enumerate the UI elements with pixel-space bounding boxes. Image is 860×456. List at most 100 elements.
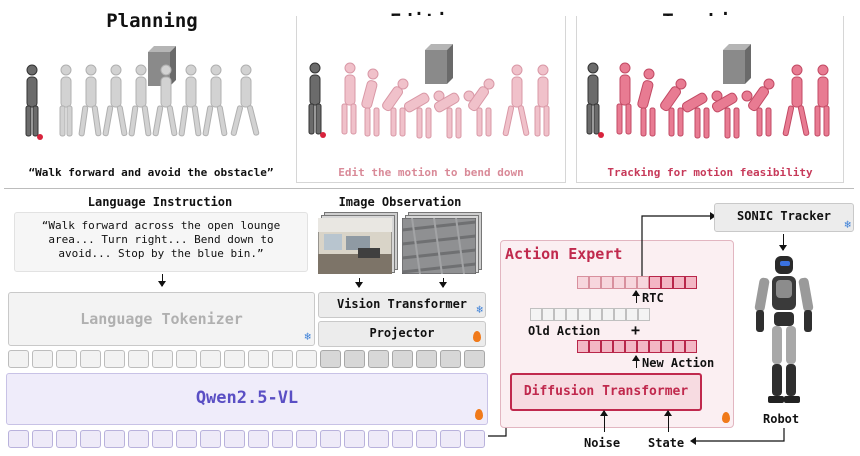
section-divider [4, 188, 854, 189]
editing-panel: Edit the motion to bend down [296, 16, 566, 183]
text-token [128, 350, 149, 368]
projector-label: Projector [369, 326, 435, 340]
image-token [440, 350, 461, 368]
observation-image-stack-1 [318, 212, 398, 274]
planning-motion-illustration [25, 46, 260, 140]
output-token [56, 430, 77, 448]
plus-sign: + [631, 321, 641, 339]
text-token [200, 350, 221, 368]
new-action-chunk [577, 340, 707, 354]
output-token [200, 430, 221, 448]
noise-arrow [600, 410, 608, 432]
output-token [440, 430, 461, 448]
rtc-arrow [632, 290, 640, 303]
lounge-photo-image [318, 218, 392, 274]
text-token [56, 350, 77, 368]
projector-block: Projector [318, 321, 486, 347]
fire-icon [473, 331, 481, 342]
text-token [152, 350, 173, 368]
robot-to-state-arrow [690, 428, 785, 445]
image-observation-heading: Image Observation [338, 195, 462, 209]
text-token [272, 350, 293, 368]
output-token [104, 430, 125, 448]
new-action-arrow [632, 355, 640, 368]
floor-photo-image [402, 218, 476, 274]
rtc-action-chunk [577, 276, 707, 290]
image-token [416, 350, 437, 368]
input-token-row [8, 350, 488, 368]
state-label: State [648, 436, 685, 450]
tracking-caption: Tracking for motion feasibility [607, 166, 813, 179]
noise-label: Noise [584, 436, 621, 450]
humanoid-robot-image [754, 256, 814, 403]
output-token [128, 430, 149, 448]
fire-icon [722, 412, 730, 423]
language-tokenizer-block: Language Tokenizer ❄ [8, 292, 315, 346]
tracker-to-robot-arrow [779, 234, 787, 251]
instruction-to-tokenizer-arrow [158, 274, 166, 287]
vision-transformer-block: Vision Transformer ❄ [318, 292, 486, 318]
output-token [296, 430, 317, 448]
text-token [176, 350, 197, 368]
old-action-label: Old Action [528, 324, 601, 338]
planning-caption: “Walk forward and avoid the obstacle” [28, 166, 274, 179]
output-token [416, 430, 437, 448]
language-tokenizer-label: Language Tokenizer [80, 310, 243, 328]
phase-title-planning: Planning [106, 10, 198, 32]
image-token [344, 350, 365, 368]
diffusion-transformer-block: Diffusion Transformer [510, 373, 702, 411]
planning-panel: “Walk forward and avoid the obstacle” [18, 42, 284, 182]
image-token [464, 350, 485, 368]
output-token [8, 430, 29, 448]
output-token [80, 430, 101, 448]
vision-transformer-label: Vision Transformer [336, 297, 468, 311]
text-token [224, 350, 245, 368]
editing-caption: Edit the motion to bend down [338, 166, 524, 179]
editing-motion-illustration [308, 44, 550, 139]
output-token [176, 430, 197, 448]
action-to-tracker-arrow [641, 212, 716, 276]
output-token [320, 430, 341, 448]
old-action-chunk [530, 308, 660, 322]
output-token [344, 430, 365, 448]
action-expert-title: Action Expert [505, 245, 623, 263]
qwen-vlm-block: Qwen2.5-VL [6, 373, 488, 425]
fire-icon [475, 409, 483, 420]
output-token [152, 430, 173, 448]
tracking-panel: Tracking for motion feasibility [576, 16, 844, 183]
text-token [8, 350, 29, 368]
output-token [464, 430, 485, 448]
output-token [392, 430, 413, 448]
new-action-label: New Action [642, 356, 715, 370]
robot-label: Robot [763, 412, 800, 426]
snowflake-icon: ❄ [304, 330, 311, 343]
output-token-row [8, 430, 488, 448]
output-token [272, 430, 293, 448]
text-token [296, 350, 317, 368]
text-token [80, 350, 101, 368]
text-token [104, 350, 125, 368]
rtc-label: RTC [642, 291, 664, 305]
output-token [32, 430, 53, 448]
sonic-tracker-label: SONIC Tracker [737, 209, 831, 223]
image1-to-vit-arrow [355, 278, 363, 288]
image-token [392, 350, 413, 368]
output-token [224, 430, 245, 448]
language-instruction-heading: Language Instruction [87, 195, 233, 209]
instruction-text: “Walk forward across the open lounge are… [41, 219, 281, 260]
snowflake-icon: ❄ [476, 303, 483, 316]
text-token [32, 350, 53, 368]
qwen-vlm-label: Qwen2.5-VL [195, 388, 299, 408]
sonic-tracker-block: SONIC Tracker ❄ [714, 203, 854, 232]
output-token [368, 430, 389, 448]
instruction-text-box: “Walk forward across the open lounge are… [14, 212, 308, 272]
image2-to-vit-arrow [439, 278, 447, 288]
text-token [248, 350, 269, 368]
tracking-motion-illustration [586, 44, 830, 139]
state-arrow [664, 410, 672, 432]
image-token [368, 350, 389, 368]
diffusion-transformer-label: Diffusion Transformer [523, 384, 689, 399]
observation-image-stack-2 [402, 212, 482, 274]
snowflake-icon: ❄ [844, 218, 851, 231]
image-token [320, 350, 341, 368]
